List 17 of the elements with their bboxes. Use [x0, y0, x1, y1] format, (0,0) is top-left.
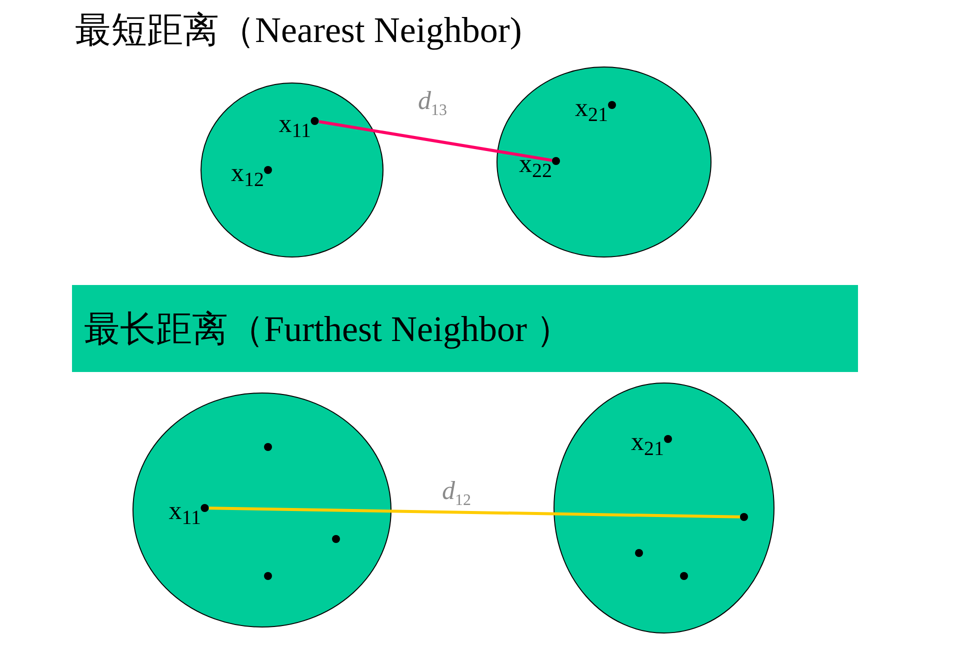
- cluster-circle: [554, 382, 774, 634]
- edge-label: d$_{12}$: [442, 478, 471, 504]
- cluster-circle: [132, 392, 392, 628]
- point-label: x$_{22}$: [519, 151, 552, 177]
- point-label: x$_{21}$: [631, 429, 664, 455]
- edge-label: d$_{13}$: [418, 88, 447, 114]
- cluster-circle: [496, 66, 712, 258]
- point-label: x$_{11}$: [168, 498, 201, 524]
- distance-line: [318, 120, 552, 162]
- distance-line: [208, 506, 740, 518]
- heading-band: [72, 285, 858, 372]
- heading: 最短距离（Nearest Neighbor): [75, 9, 522, 52]
- point-label: x$_{11}$: [278, 111, 311, 137]
- point-label: x$_{21}$: [575, 95, 608, 121]
- heading: 最长距离（Furthest Neighbor ）: [84, 308, 572, 351]
- point-label: x$_{12}$: [231, 160, 264, 186]
- cluster-circle: [200, 82, 384, 258]
